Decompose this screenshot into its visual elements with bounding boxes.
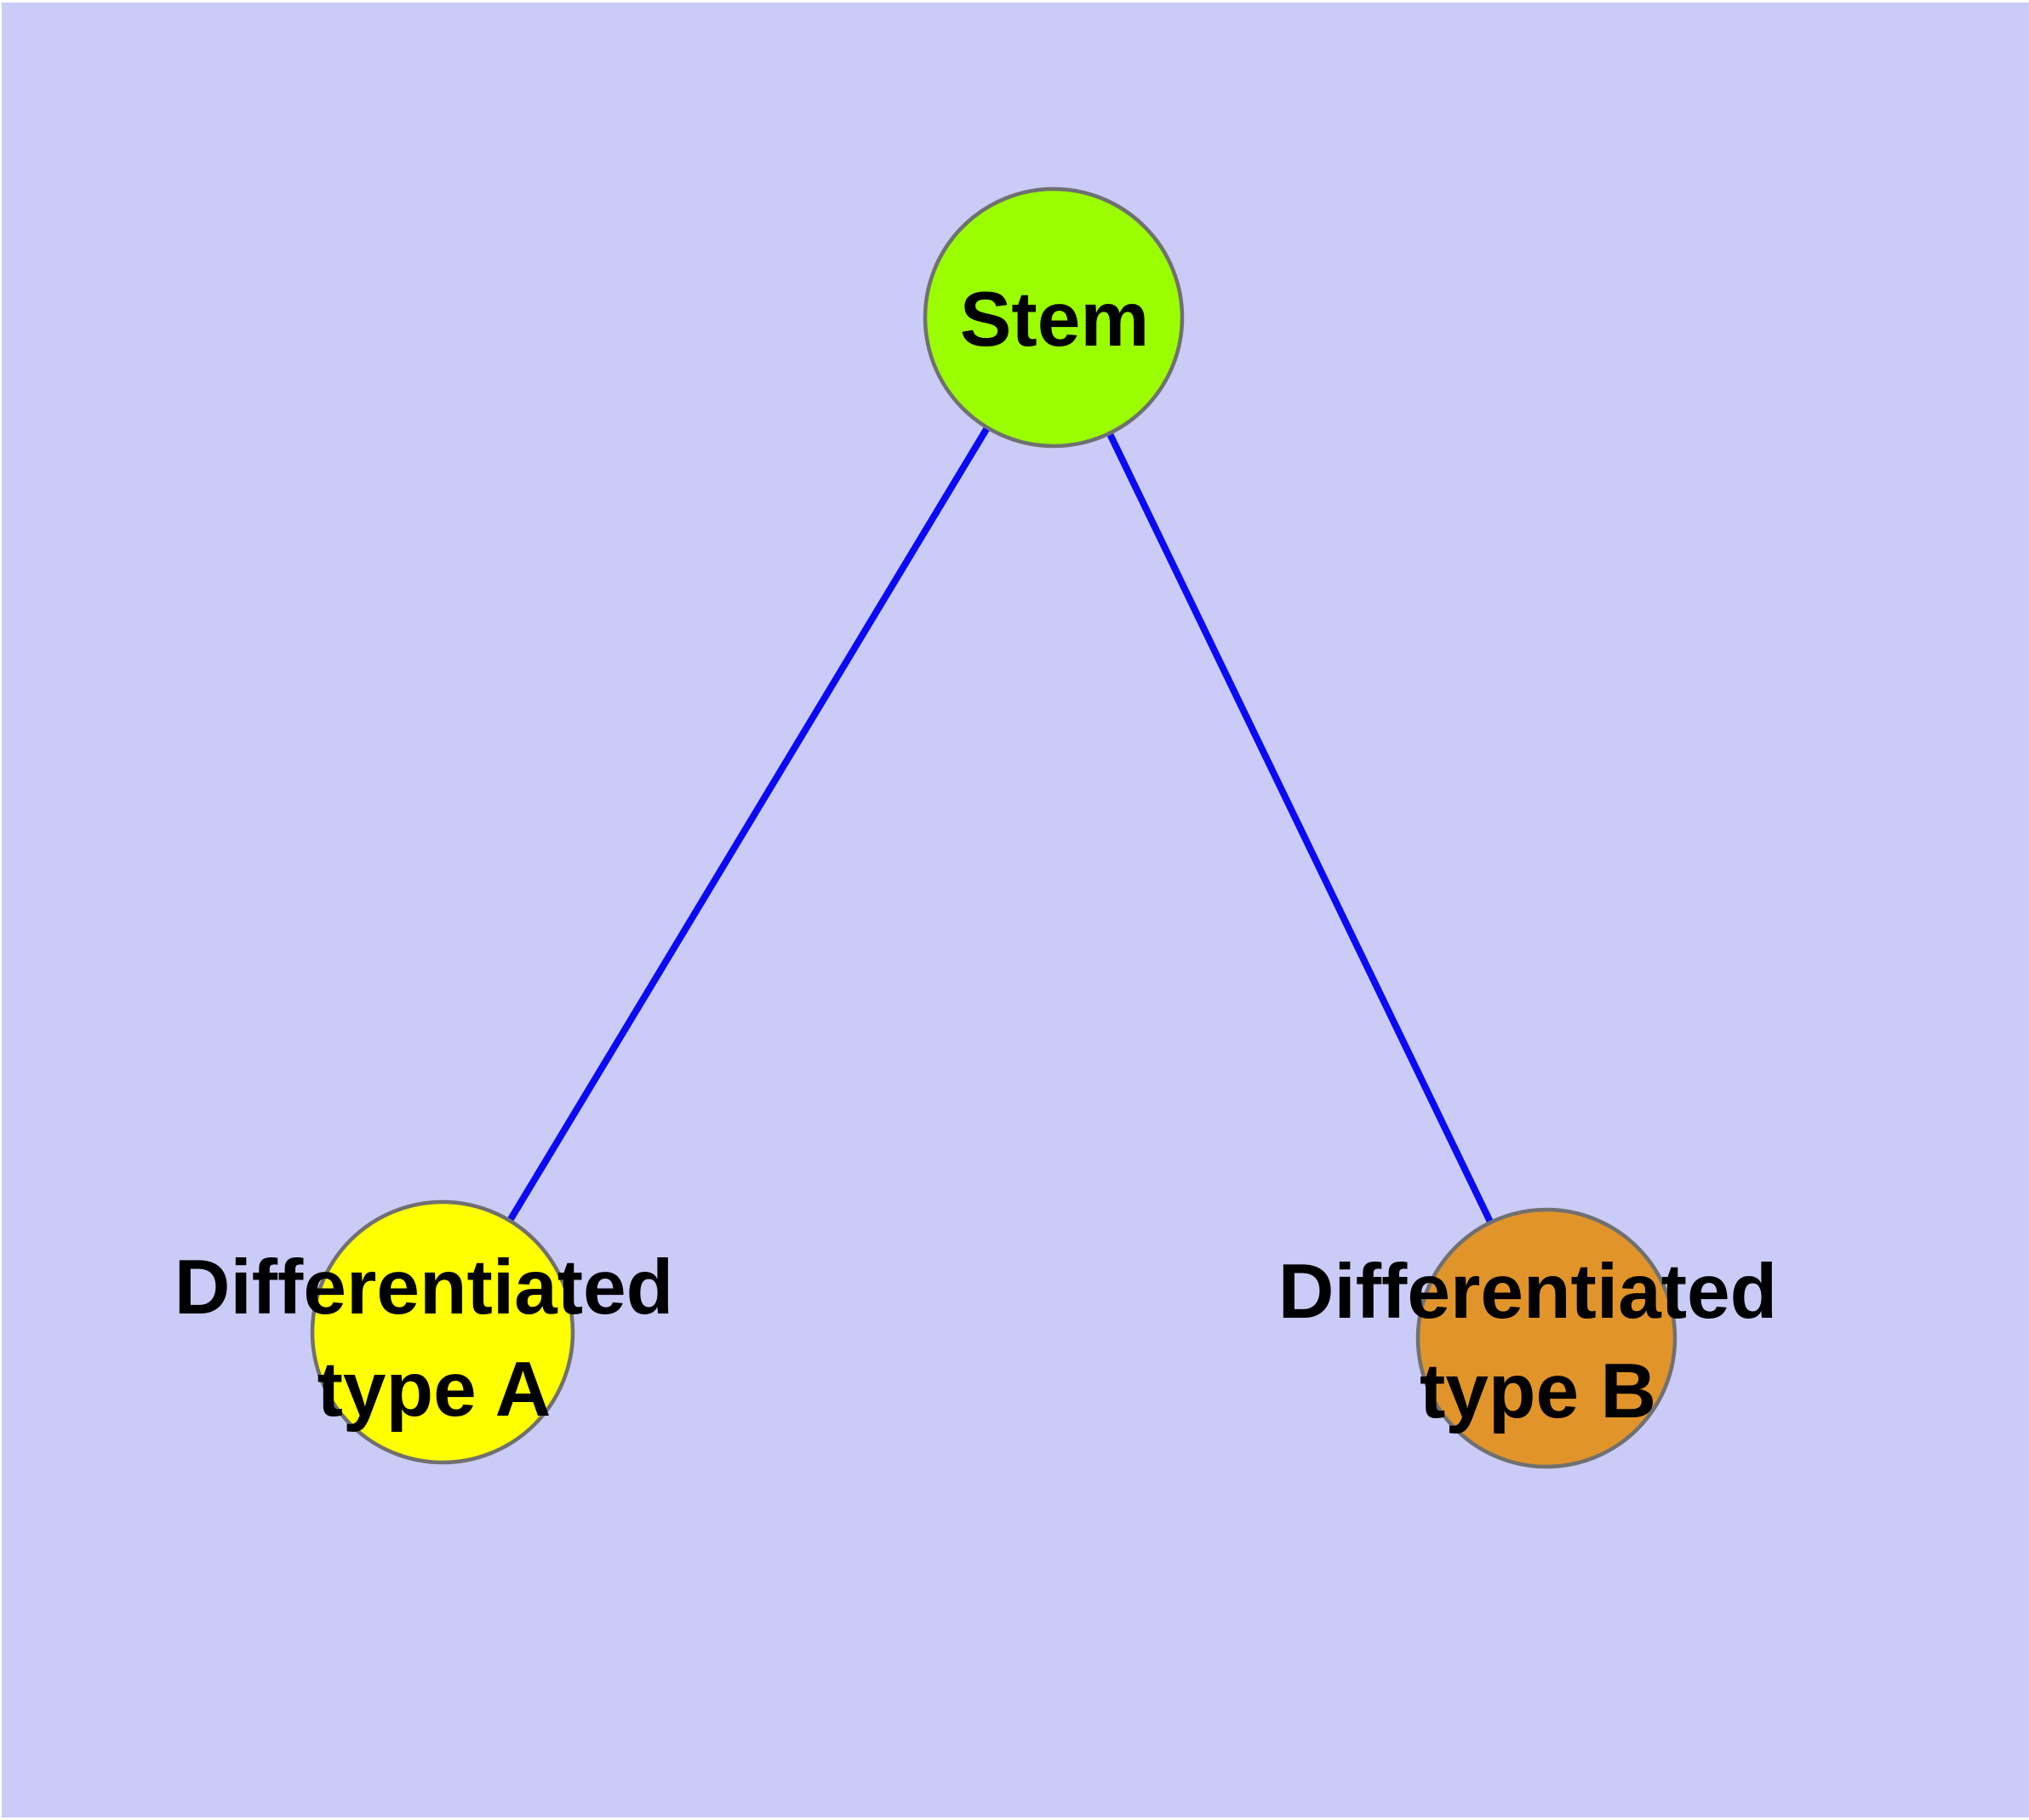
node-differentiated-type-a (310, 1199, 575, 1465)
node-type-a-label-line1: Differentiated (174, 1245, 674, 1331)
label-layer: Stem Differentiated type A Differentiate… (174, 277, 1778, 1434)
node-stem (923, 186, 1185, 449)
node-type-b-label-line2: type B (1420, 1348, 1656, 1434)
edge-stem-to-type-b (1050, 316, 1550, 1340)
node-differentiated-type-b (1415, 1207, 1677, 1469)
edge-stem-to-type-a (439, 315, 1057, 1335)
node-layer (310, 186, 1677, 1469)
edge-layer (439, 315, 1550, 1340)
node-stem-label: Stem (960, 277, 1150, 363)
node-type-b-label-line1: Differentiated (1278, 1249, 1778, 1335)
node-type-a-label-line2: type A (317, 1347, 552, 1433)
